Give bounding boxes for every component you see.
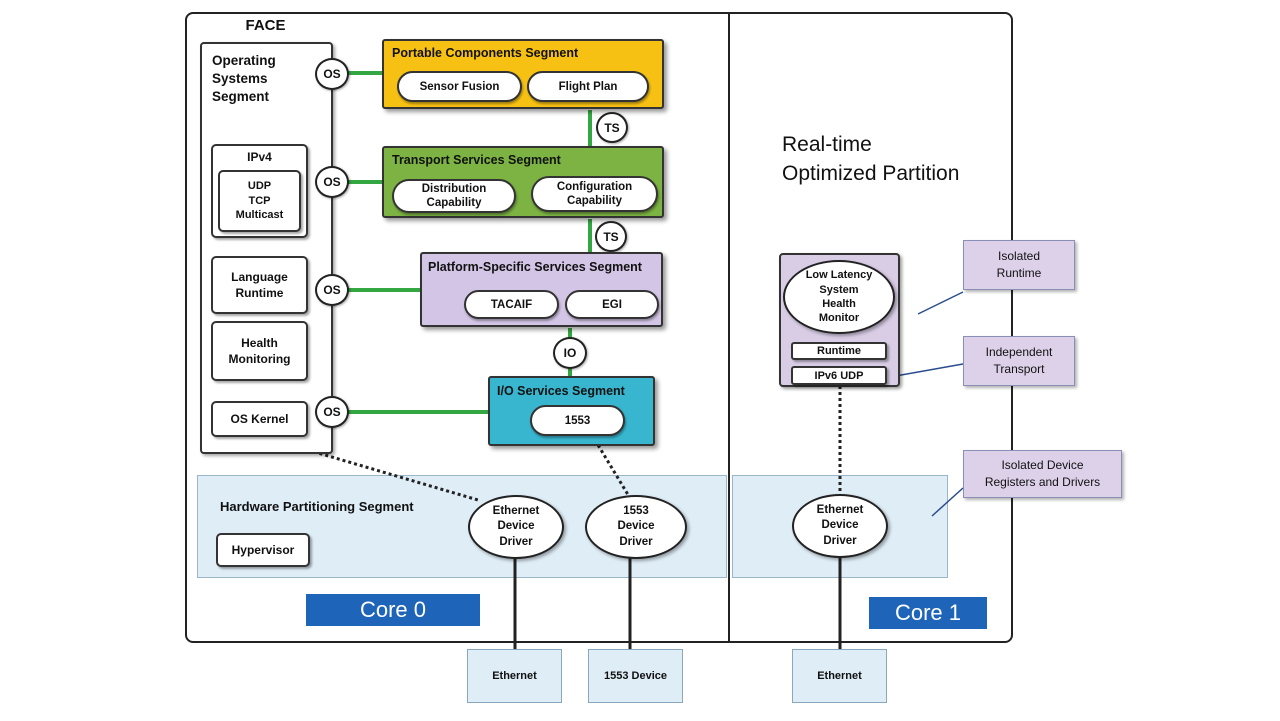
isolated-runtime-callout: Isolated Runtime	[963, 240, 1075, 290]
rt-runtime-box: Runtime	[791, 342, 887, 360]
egi-pill: EGI	[565, 290, 659, 319]
ethernet-device-box: Ethernet	[467, 649, 562, 703]
health-monitoring-box: Health Monitoring	[211, 321, 308, 381]
distribution-capability-pill: Distribution Capability	[392, 179, 516, 213]
1553-driver-ellipse: 1553 Device Driver	[585, 495, 687, 559]
os-segment-title: Operating Systems Segment	[212, 53, 276, 105]
isolated-drivers-callout: Isolated Device Registers and Drivers	[963, 450, 1122, 498]
flight-plan-pill: Flight Plan	[527, 71, 649, 102]
ethernet-driver-ellipse: Ethernet Device Driver	[468, 495, 564, 559]
os-interface-badge: OS	[315, 166, 349, 198]
ipv4-protocols: UDP TCP Multicast	[218, 170, 301, 232]
core-1-label: Core 1	[869, 597, 987, 629]
io-1553-pill: 1553	[530, 405, 625, 436]
os-interface-badge: OS	[315, 274, 349, 306]
ipv6-udp-box: IPv6 UDP	[791, 366, 887, 385]
language-runtime-box: Language Runtime	[211, 256, 308, 314]
callout-pointers	[889, 291, 964, 517]
tacaif-pill: TACAIF	[464, 290, 559, 319]
portable-components-title: Portable Components Segment	[392, 46, 579, 60]
transport-services-title: Transport Services Segment	[392, 153, 561, 167]
os-interface-badge: OS	[315, 396, 349, 428]
rt-partition-title: Real-time Optimized Partition	[782, 133, 960, 186]
os-kernel-box: OS Kernel	[211, 401, 308, 437]
rt-ethernet-device-box: Ethernet	[792, 649, 887, 703]
platform-specific-title: Platform-Specific Services Segment	[428, 260, 642, 274]
green-links	[348, 71, 592, 414]
dotted-links	[307, 386, 842, 502]
device-links	[513, 558, 842, 649]
operating-systems-segment	[200, 42, 333, 454]
independent-transport-callout: Independent Transport	[963, 336, 1075, 386]
ts-interface-badge: TS	[596, 112, 628, 143]
os-interface-badge: OS	[315, 58, 349, 90]
face-label: FACE	[245, 16, 286, 34]
configuration-capability-pill: Configuration Capability	[531, 176, 658, 212]
io-interface-badge: IO	[553, 337, 587, 369]
core-0-label: Core 0	[306, 594, 480, 626]
ipv4-title: IPv4	[247, 150, 272, 164]
io-services-title: I/O Services Segment	[497, 384, 625, 398]
sensor-fusion-pill: Sensor Fusion	[397, 71, 522, 102]
rt-ethernet-driver-ellipse: Ethernet Device Driver	[792, 494, 888, 558]
ts-interface-badge: TS	[595, 221, 627, 252]
low-latency-health-monitor: Low Latency System Health Monitor	[783, 260, 895, 334]
1553-device-box: 1553 Device	[588, 649, 683, 703]
hardware-partitioning-title: Hardware Partitioning Segment	[220, 499, 414, 514]
hypervisor-box: Hypervisor	[216, 533, 310, 567]
